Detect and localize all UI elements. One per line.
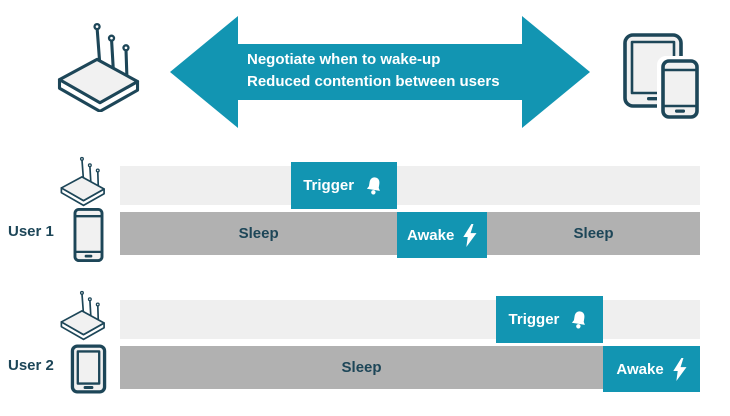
segment-label: Trigger — [508, 311, 560, 328]
ap-activity-bar: Trigger — [120, 296, 700, 343]
router-icon — [57, 22, 140, 113]
trigger-segment: Trigger — [495, 296, 604, 343]
awake-segment: Awake — [397, 212, 488, 258]
bell-icon — [366, 176, 380, 195]
user-label: User 2 — [8, 357, 54, 374]
segment-label: Sleep — [238, 225, 279, 242]
segment-label: Awake — [616, 360, 664, 378]
user-label: User 1 — [8, 223, 54, 240]
lightning-icon — [672, 357, 687, 381]
sleep-segment: Sleep — [487, 212, 700, 255]
segment-label: Sleep — [341, 359, 382, 376]
segment-label: Sleep — [573, 225, 614, 242]
user-row-2: User 2 Trigger Sleep Awake — [0, 290, 730, 402]
segment-label: Awake — [407, 226, 455, 244]
lightning-icon — [463, 223, 477, 247]
router-icon — [60, 290, 105, 341]
double-headed-arrow-icon — [170, 16, 590, 128]
device-activity-bar: Sleep Awake — [120, 346, 700, 392]
trigger-segment: Trigger — [291, 162, 398, 209]
tablet-icon — [70, 344, 107, 394]
user-row-1: User 1 Trigger Sleep Awake Sleep — [0, 156, 730, 268]
ap-activity-bar: Trigger — [120, 162, 700, 209]
router-icon — [60, 156, 105, 207]
sleep-segment: Sleep — [120, 212, 397, 255]
segment-label: Trigger — [303, 177, 355, 194]
device-activity-bar: Sleep Awake Sleep — [120, 212, 700, 258]
sleep-segment: Sleep — [120, 346, 603, 389]
arrow-caption: Negotiate when to wake-up Reduced conten… — [247, 49, 500, 93]
bell-icon — [572, 310, 586, 329]
tablet-phone-icon — [623, 33, 701, 122]
awake-segment: Awake — [603, 346, 700, 392]
arrow-caption-line2: Reduced contention between users — [247, 73, 500, 90]
smartphone-icon — [73, 207, 104, 263]
arrow-caption-line1: Negotiate when to wake-up — [247, 51, 441, 68]
